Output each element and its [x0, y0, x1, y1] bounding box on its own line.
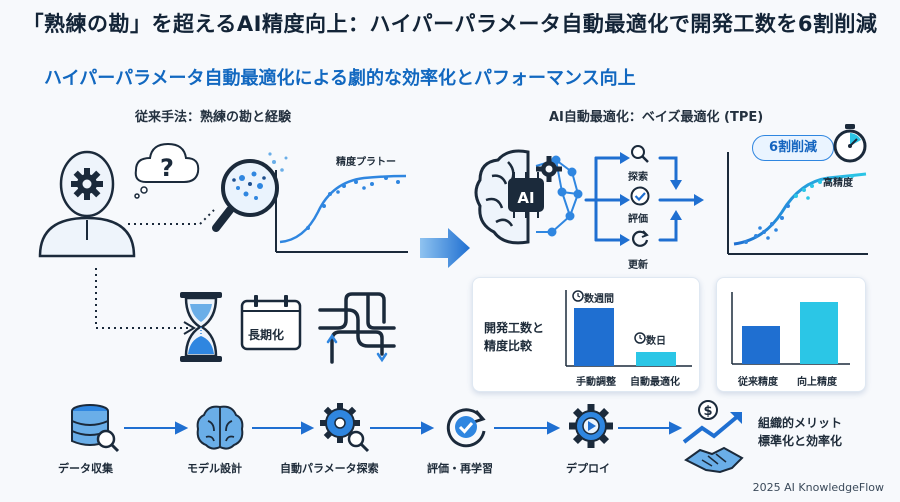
gear-icon [71, 168, 103, 200]
accuracy-bar-chart [731, 292, 850, 365]
pipeline-step-eval: 評価・再学習 [427, 462, 493, 475]
accuracy-comparison-card [716, 277, 866, 392]
search-icon [631, 145, 649, 163]
pipeline-arrows [124, 421, 683, 435]
bar-conventional-label: 従来精度 [738, 377, 778, 388]
high-accuracy-label: 高精度 [823, 178, 853, 189]
svg-text:$: $ [703, 404, 712, 419]
ai-heading: AI自動最適化：ベイズ最適化 (TPE) [549, 110, 764, 125]
page-subtitle: ハイパーパラメータ自動最適化による劇的な効率化とパフォーマンス向上 [44, 68, 636, 89]
brain-icon [196, 405, 244, 450]
cost-card-title-1: 開発工数と [484, 321, 545, 335]
pipeline-step-model: モデル設計 [187, 462, 242, 475]
reduction-badge: 6割削減 [752, 135, 834, 161]
bar-conventional [742, 326, 780, 364]
page-title: 「熟練の勘」を超えるAI精度向上：ハイパーパラメータ自動最適化で開発工数を6割削… [22, 12, 878, 36]
bar-auto-label: 自動最適化 [630, 377, 680, 388]
ai-chip-label: AI [517, 189, 535, 207]
calendar-icon [240, 295, 302, 351]
cycle-check-icon [446, 408, 486, 448]
brain-icon [474, 149, 583, 245]
tangled-path-icon [318, 292, 396, 364]
pipeline-step-deploy: デプロイ [566, 462, 610, 475]
dotted-connector [128, 209, 215, 225]
hourglass-icon [180, 292, 222, 362]
dotted-path [95, 268, 196, 335]
refresh-icon [632, 230, 649, 247]
plateau-label: 精度プラトー [336, 157, 396, 168]
bar-improved-label: 向上精度 [797, 377, 837, 388]
pipeline-step-data: データ収集 [58, 462, 113, 475]
traditional-heading: 従来手法：熟練の勘と経験 [135, 110, 292, 125]
bar-improved [800, 302, 838, 364]
bar-manual-label: 手動調整 [576, 377, 616, 388]
process-arrows [584, 152, 704, 246]
benefit-line-1: 組織的メリット [758, 416, 843, 430]
step-update: 更新 [628, 260, 648, 271]
long-term-label: 長期化 [248, 328, 285, 342]
question-cloud-icon: ? [134, 142, 200, 199]
pipeline-step-search: 自動パラメータ探索 [280, 462, 379, 475]
bar-auto [636, 352, 676, 366]
transition-arrow [420, 228, 470, 268]
bar-manual [574, 308, 614, 366]
check-icon [630, 186, 650, 206]
gear-search-icon [320, 403, 370, 453]
plateau-chart [275, 170, 408, 253]
benefit-line-2: 標準化と効率化 [758, 434, 843, 448]
step-explore: 探索 [628, 172, 648, 183]
database-icon [71, 404, 120, 453]
footer-credit: 2025 AI KnowledgeFlow [752, 481, 884, 494]
gear-icon [536, 156, 562, 182]
bar-manual-tag: 数週間 [584, 294, 614, 305]
stopwatch-icon [833, 124, 867, 163]
step-evaluate: 評価 [628, 214, 648, 225]
svg-text:?: ? [160, 154, 174, 182]
bar-auto-tag: 数日 [646, 336, 666, 347]
deploy-gear-icon [569, 404, 613, 448]
cost-card-title-2: 精度比較 [484, 339, 533, 353]
growth-handshake-icon: $ [682, 400, 744, 474]
ai-accuracy-chart [727, 152, 868, 255]
cost-bar-chart [565, 290, 692, 367]
